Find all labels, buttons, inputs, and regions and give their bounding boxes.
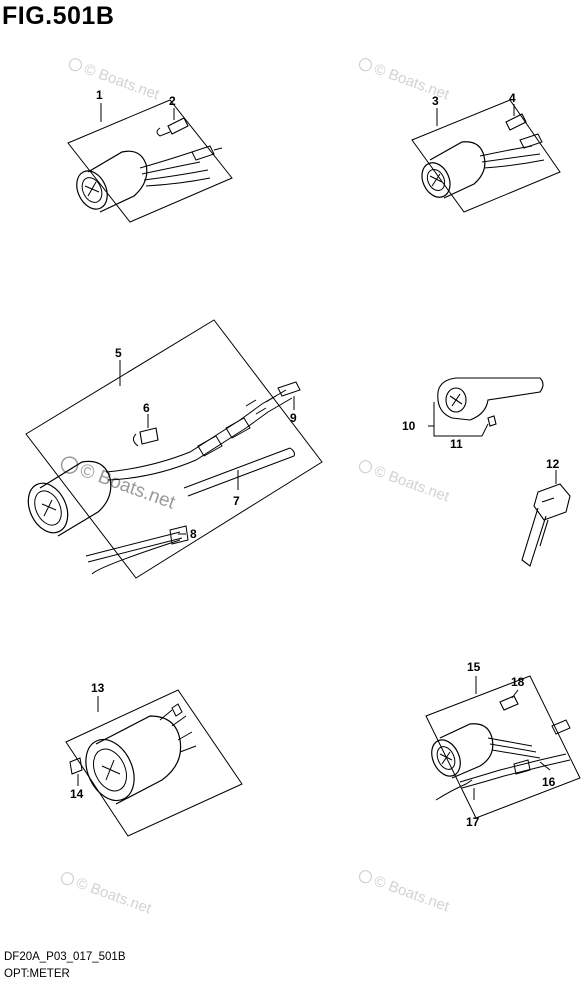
callout-3: 3	[432, 94, 439, 108]
leader-10-11	[428, 425, 482, 437]
leader-18	[511, 689, 519, 699]
callout-16: 16	[542, 775, 556, 789]
callout-9: 9	[290, 411, 297, 425]
callout-2: 2	[169, 94, 176, 108]
callout-15: 15	[467, 660, 481, 674]
callout-13: 13	[91, 681, 105, 695]
callout-7: 7	[233, 494, 240, 508]
svg-text:© Boats.net: © Boats.net	[82, 61, 162, 104]
figure-title: FIG.501B	[2, 2, 115, 30]
watermark-1: © Boats.net	[68, 58, 162, 104]
kit-box-4	[65, 689, 243, 837]
callout-18: 18	[511, 675, 525, 689]
callout-4: 4	[509, 91, 516, 105]
watermark-4: © Boats.net	[60, 872, 154, 918]
callout-14: 14	[70, 787, 84, 801]
callout-17: 17	[466, 815, 480, 829]
kit-box-2	[411, 99, 561, 213]
leader-16	[539, 761, 551, 771]
figure-subtitle: OPT:METER	[4, 968, 70, 980]
svg-text:© Boats.net: © Boats.net	[372, 873, 452, 916]
watermark-3: © Boats.net	[358, 460, 452, 506]
svg-text:© Boats.net: © Boats.net	[77, 460, 178, 514]
callout-8: 8	[190, 527, 197, 541]
callout-12: 12	[546, 457, 560, 471]
callout-5: 5	[115, 346, 122, 360]
kit-box-5	[425, 675, 581, 819]
callout-6: 6	[143, 401, 150, 415]
callout-10: 10	[402, 419, 416, 433]
callout-1: 1	[96, 88, 103, 102]
drawing-code: DF20A_P03_017_501B	[4, 951, 126, 963]
part-10-11	[437, 377, 544, 427]
watermark-5: © Boats.net	[358, 870, 452, 916]
svg-text:© Boats.net: © Boats.net	[372, 61, 452, 104]
kit-box-3	[25, 319, 323, 579]
svg-text:© Boats.net: © Boats.net	[74, 875, 154, 918]
kit-box-1	[67, 99, 233, 223]
part-12	[521, 483, 571, 567]
callout-11: 11	[450, 437, 463, 451]
svg-text:© Boats.net: © Boats.net	[372, 463, 452, 506]
